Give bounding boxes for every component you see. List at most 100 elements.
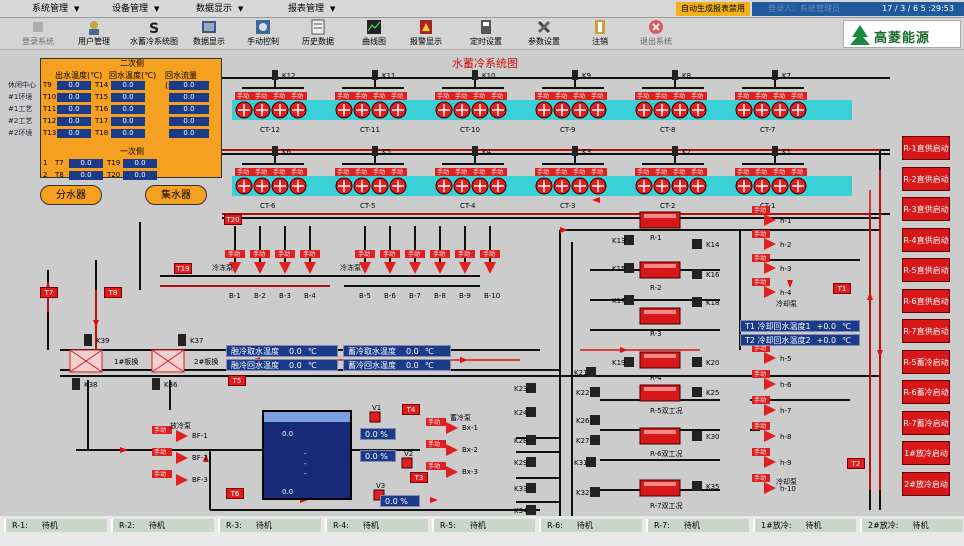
flow-value: 0.0 — [169, 129, 209, 138]
history-data-button[interactable]: 历史数据 — [298, 19, 338, 49]
manual-tag — [553, 92, 571, 100]
temp-sensor-tag: T19 — [174, 263, 192, 274]
manual-label: 手动 — [555, 168, 567, 176]
valve-icon — [372, 70, 378, 80]
tree-logo-icon — [850, 25, 870, 45]
valve-label: K33 — [514, 485, 528, 493]
manual-tag — [389, 168, 407, 176]
manual-tag — [753, 168, 771, 176]
valve-label: K4 — [482, 148, 492, 156]
exit-button[interactable]: 退出系统 — [636, 19, 676, 49]
valve-icon — [152, 378, 160, 390]
manual-label: 手动 — [491, 92, 503, 100]
user-manage-button[interactable]: 用户管理 — [74, 19, 114, 49]
manual-tag — [300, 250, 320, 258]
manual-tag — [426, 462, 446, 470]
start-button[interactable]: 1#放冷启动 — [902, 441, 950, 465]
start-button[interactable]: 2#放冷启动 — [902, 471, 950, 496]
start-button[interactable]: R-1直供启动 — [902, 136, 950, 160]
logout-button[interactable]: 注销 — [584, 19, 616, 49]
status-value: 待机 — [255, 521, 272, 530]
tower-label: CT-12 — [260, 126, 280, 134]
menu-report[interactable]: 报表管理▼ — [288, 4, 336, 14]
start-button[interactable]: R-6蓄冷启动 — [902, 380, 950, 404]
history-icon — [311, 19, 325, 35]
valve-label: K10 — [482, 72, 496, 80]
manual-tag — [152, 426, 172, 434]
pump-label: Bx-2 — [462, 446, 478, 454]
valve-label: K8 — [682, 72, 691, 80]
pump-icon — [764, 378, 776, 390]
menu-device[interactable]: 设备管理▼ — [112, 4, 160, 14]
pump-icon — [459, 262, 471, 274]
curve-chart-button[interactable]: 曲线图 — [356, 19, 392, 49]
menu-system[interactable]: 系统管理▼ — [32, 4, 80, 14]
data-display-button[interactable]: 数据显示 — [189, 19, 229, 49]
temperature-panel: 二次侧 出水温度(℃) 回水温度(℃) 回水流量(m3/h) T90.0T140… — [40, 58, 222, 180]
start-button[interactable]: R-5蓄冷启动 — [902, 349, 950, 374]
alarm-display-button[interactable]: 报警显示 — [406, 19, 446, 49]
timer-settings-button[interactable]: 定时设置 — [466, 19, 506, 49]
tower-label: CT-2 — [660, 202, 676, 210]
param-settings-button[interactable]: 参数设置 — [524, 19, 564, 49]
temp-sensor-tag: T7 — [40, 287, 58, 298]
status-key: R-7: — [654, 521, 670, 530]
pump-label: h-9 — [780, 459, 791, 467]
start-button[interactable]: R-7直供启动 — [902, 319, 950, 343]
tower-label: CT-6 — [260, 202, 276, 210]
manual-label: 手动 — [355, 92, 367, 100]
valve-label: K22 — [576, 389, 590, 397]
login-button[interactable]: 登录系统 — [18, 19, 58, 49]
start-button[interactable]: R-6直供启动 — [902, 288, 950, 313]
status-key: R-3: — [226, 521, 242, 530]
valve-icon — [590, 487, 600, 497]
pump-label: BF-1 — [192, 432, 208, 440]
status-item: 2#放冷:待机 — [860, 519, 963, 532]
valve-icon — [372, 146, 378, 156]
chart-icon — [367, 20, 381, 34]
menu-data[interactable]: 数据显示▼ — [196, 4, 244, 14]
tower-label: CT-7 — [760, 126, 776, 134]
start-button[interactable]: R-3直供启动 — [902, 197, 950, 221]
start-button[interactable]: R-7蓄冷启动 — [902, 410, 950, 435]
manual-tag — [353, 168, 371, 176]
start-button[interactable]: R-2直供启动 — [902, 166, 950, 191]
status-key: R-4: — [333, 521, 349, 530]
tank-level-b: - — [304, 460, 307, 468]
pump-icon — [176, 474, 188, 486]
user-bar: 登录人：系统管理员 17 / 3 / 6 5 :29:53 — [752, 2, 964, 16]
valve-icon — [526, 505, 536, 515]
manual-tag — [753, 92, 771, 100]
valve-icon — [586, 367, 596, 377]
pump-icon — [254, 262, 266, 274]
manual-tag — [480, 250, 500, 258]
temp-sensor-tag: T6 — [226, 488, 244, 499]
zone-name: #1工艺 — [8, 105, 33, 113]
manual-control-button[interactable]: 手动控制 — [243, 19, 283, 49]
manual-label: 手动 — [691, 168, 703, 176]
pump-label: h-2 — [780, 241, 791, 249]
status-value: 待机 — [469, 521, 486, 530]
col-back-temp: 回水温度(℃) — [109, 71, 157, 80]
status-key: 1#放冷: — [761, 521, 792, 530]
back-temp-value: 0.0 — [111, 81, 145, 90]
start-button[interactable]: R-4直供启动 — [902, 227, 950, 252]
pump-icon — [764, 456, 776, 468]
auto-report-toggle[interactable]: 自动生成报表禁用 — [676, 2, 750, 16]
valve-icon — [272, 146, 278, 156]
pump-icon — [359, 262, 371, 274]
temp-sensor-tag: T2 — [847, 458, 865, 469]
valve-icon — [572, 146, 578, 156]
manual-label: 手动 — [255, 168, 267, 176]
sensor-tag: T17 — [95, 117, 109, 125]
pump-icon — [484, 262, 496, 274]
start-button[interactable]: R-5直供启动 — [902, 258, 950, 282]
manual-label: 手动 — [691, 92, 703, 100]
manual-tag — [752, 448, 770, 456]
temp-sensor-tag: T3 — [410, 472, 428, 483]
pump-icon — [764, 482, 776, 494]
valve-icon — [572, 70, 578, 80]
valve-label: K29 — [514, 459, 528, 467]
